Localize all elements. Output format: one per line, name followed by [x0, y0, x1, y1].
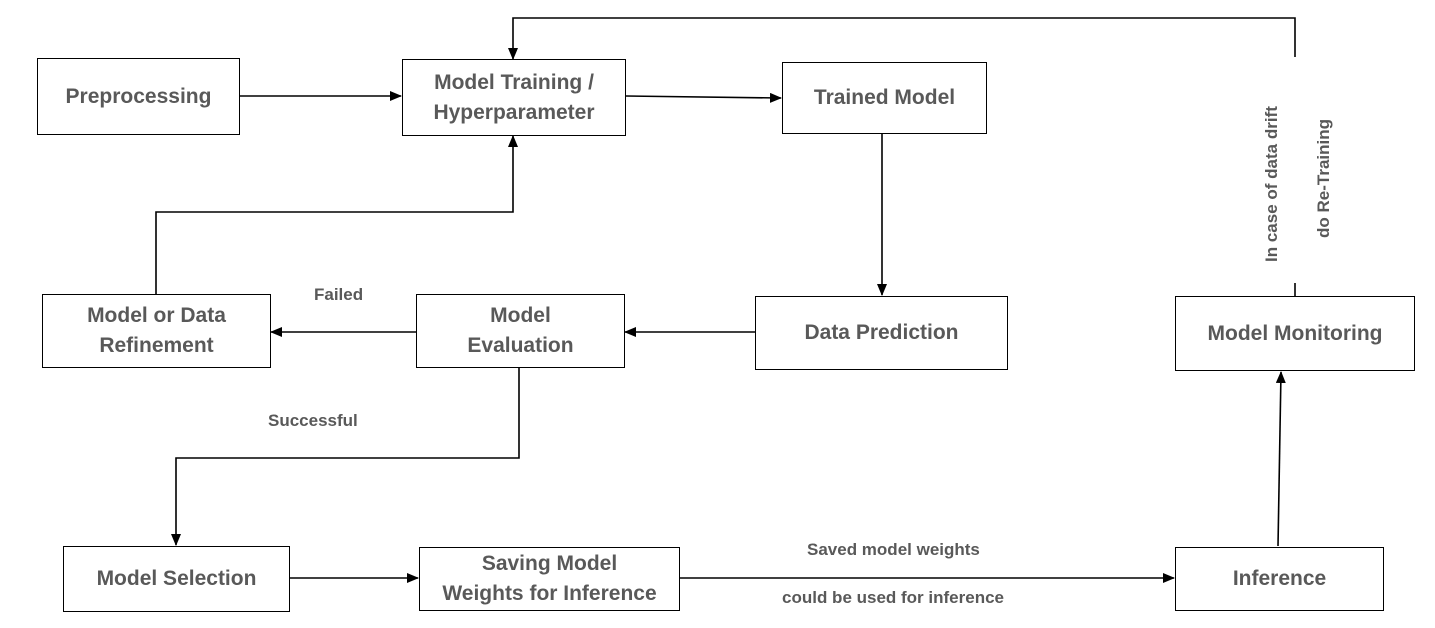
arrow-monitoring-to-training — [508, 17, 1296, 60]
node-data-prediction: Data Prediction — [755, 296, 1008, 370]
arrow-training-to-trained-model — [625, 92, 782, 103]
arrow-refinement-to-training — [155, 135, 518, 294]
node-model-evaluation: Model Evaluation — [416, 294, 625, 368]
node-preprocessing: Preprocessing — [37, 58, 240, 135]
label-re-training: do Re-Training — [1314, 119, 1333, 238]
label-data-drift: In case of data drift — [1262, 106, 1281, 262]
node-model-selection: Model Selection — [63, 546, 290, 612]
label-successful: Successful — [268, 411, 358, 430]
node-model-training: Model Training / Hyperparameter — [402, 59, 626, 136]
label-failed: Failed — [314, 285, 364, 304]
node-inference: Inference — [1175, 547, 1384, 611]
node-saving-weights: Saving Model Weights for Inference — [419, 547, 680, 611]
node-model-refinement: Model or Data Refinement — [42, 294, 271, 368]
node-trained-model: Trained Model — [782, 62, 987, 134]
node-model-monitoring: Model Monitoring — [1175, 296, 1415, 371]
label-saved-weights-line2: could be used for inference — [782, 588, 1004, 607]
label-saved-weights-line1: Saved model weights — [807, 540, 980, 559]
arrow-evaluation-to-selection — [171, 368, 520, 546]
arrow-inference-to-monitoring — [1275, 371, 1286, 547]
